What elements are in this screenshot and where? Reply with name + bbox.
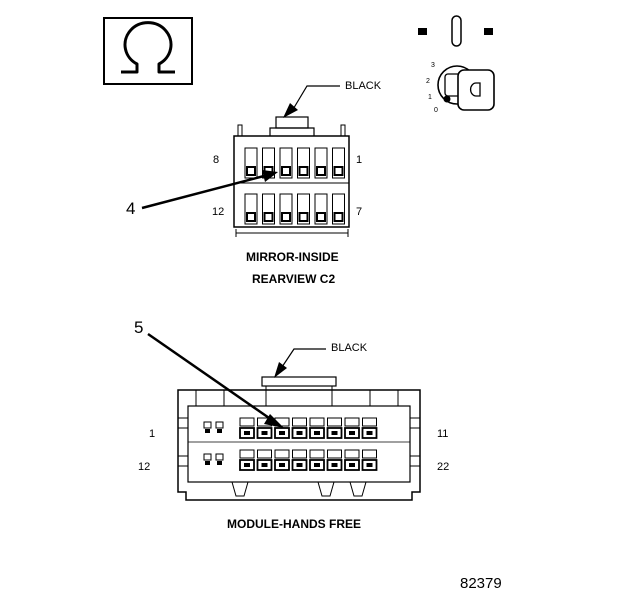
c2-pin-label-top-right: 1 [356, 154, 363, 166]
c2-cavity [262, 193, 275, 225]
ignition-position-0: 0 [434, 107, 438, 114]
hf-pin [215, 453, 224, 465]
hf-cavity [309, 417, 325, 439]
c2-pin-label-bottom-right: 7 [356, 206, 363, 218]
hf-pin [203, 453, 212, 465]
c2-cavity [279, 147, 293, 179]
c2-pin-label-bottom-left: 12 [212, 206, 225, 218]
hf-pin-label-bottom-left: 12 [138, 461, 151, 473]
c2-cavity [332, 193, 345, 225]
omega-icon [103, 17, 193, 85]
hf-cavities [203, 417, 378, 471]
hf-cavity [256, 449, 273, 471]
hf-cavity [274, 449, 290, 471]
c2-cavity [297, 193, 310, 225]
c2-wire-color-label: BLACK [345, 80, 382, 92]
hf-cavity [239, 417, 255, 439]
hf-pin [203, 421, 212, 433]
hf-cavity [326, 449, 343, 471]
hf-cavity [239, 449, 255, 471]
callout-5-label: 5 [134, 318, 144, 337]
c2-pin-label-top-left: 8 [213, 154, 220, 166]
callout-4-label: 4 [126, 199, 136, 218]
figure-number: 82379 [460, 575, 502, 592]
hf-cavity [361, 449, 378, 471]
hf-cavity [361, 417, 378, 439]
c2-cavities [244, 147, 345, 225]
hf-cavity [274, 417, 290, 439]
ignition-position-1: 1 [428, 94, 432, 101]
ignition-position-3: 3 [431, 62, 435, 69]
hf-pin-label-top-right: 11 [437, 428, 449, 440]
hf-cavity [291, 417, 308, 439]
hf-pin-label-bottom-right: 22 [437, 461, 450, 473]
hf-cavity [326, 417, 343, 439]
c2-title-line1: MIRROR-INSIDE [246, 250, 339, 264]
ignition-position-2: 2 [426, 78, 430, 85]
connector-hands-free [177, 376, 421, 501]
hf-cavity [344, 417, 360, 439]
ignition-key-icon [418, 15, 495, 111]
c2-title-line2: REARVIEW C2 [252, 272, 336, 286]
hf-cavity [291, 449, 308, 471]
hf-pin [215, 421, 224, 433]
hf-cavity [309, 449, 325, 471]
hf-title: MODULE-HANDS FREE [227, 517, 361, 531]
c2-cavity [314, 147, 328, 179]
c2-cavity [244, 147, 258, 179]
c2-cavity [332, 147, 345, 179]
c2-cavity [244, 193, 258, 225]
callout-leaders [141, 85, 340, 428]
c2-cavity [279, 193, 293, 225]
c2-cavity [314, 193, 328, 225]
connector-c2 [233, 116, 350, 237]
hf-wire-color-label: BLACK [331, 342, 368, 354]
c2-cavity [297, 147, 310, 179]
hf-cavity [344, 449, 360, 471]
hf-pin-label-top-left: 1 [149, 428, 156, 440]
